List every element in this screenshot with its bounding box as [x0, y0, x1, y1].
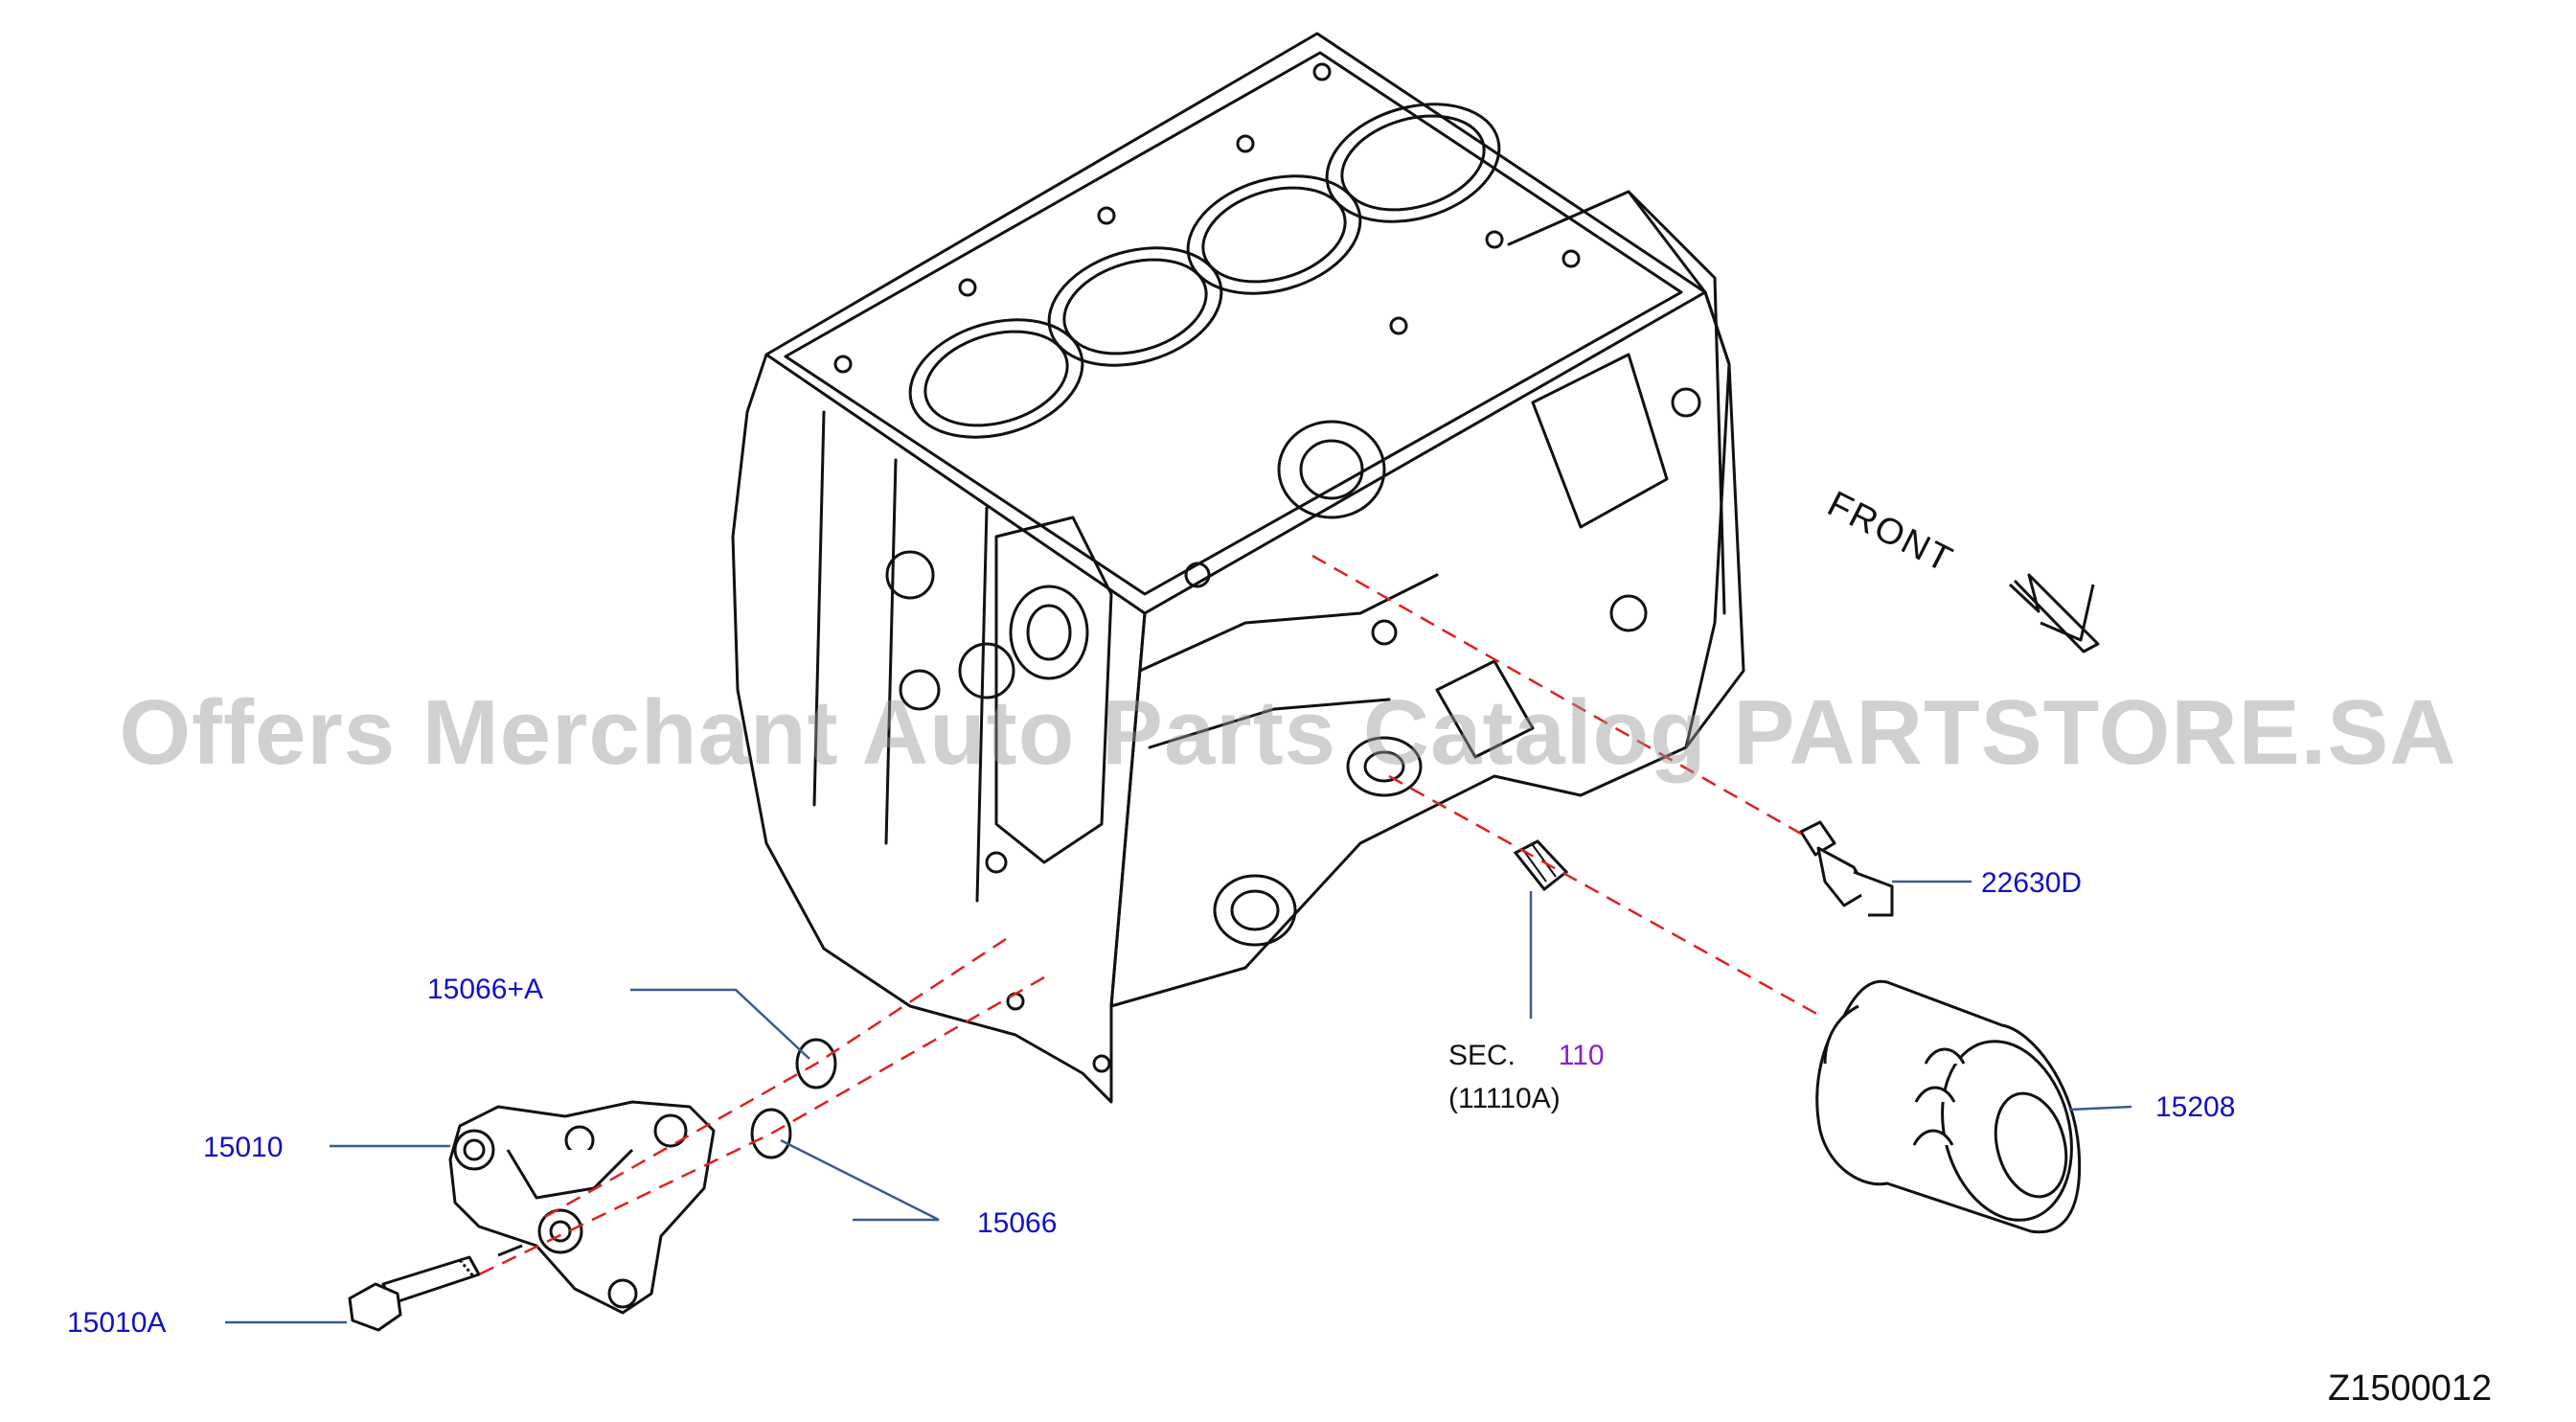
engine-block [731, 32, 1745, 1104]
section-number-link[interactable]: 110 [1558, 1040, 1605, 1071]
callout-15066[interactable]: 15066 [977, 1207, 1058, 1239]
callout-22630d[interactable]: 22630D [1981, 867, 2083, 899]
oil-pump [448, 1100, 716, 1315]
oil-filter [1815, 979, 2082, 1234]
section-prefix: SEC. [1448, 1040, 1516, 1071]
temperature-sensor [1799, 820, 1894, 917]
figure-id: Z1500012 [2328, 1368, 2493, 1409]
section-reference: SEC. 110 [1448, 1040, 1605, 1072]
callout-15208[interactable]: 15208 [2155, 1091, 2236, 1123]
callout-15010[interactable]: 15010 [203, 1132, 284, 1163]
callout-15010a[interactable]: 15010A [67, 1307, 167, 1339]
stud [1513, 839, 1569, 892]
assembly-lines [478, 554, 1821, 1276]
o-ring-lower [750, 1108, 792, 1159]
bolt [348, 1255, 481, 1332]
leader-lines [225, 880, 2132, 1324]
front-arrow-icon [2008, 573, 2100, 654]
callout-15066-a[interactable]: 15066+A [427, 974, 543, 1005]
section-subref: (11110A) [1448, 1083, 1561, 1114]
